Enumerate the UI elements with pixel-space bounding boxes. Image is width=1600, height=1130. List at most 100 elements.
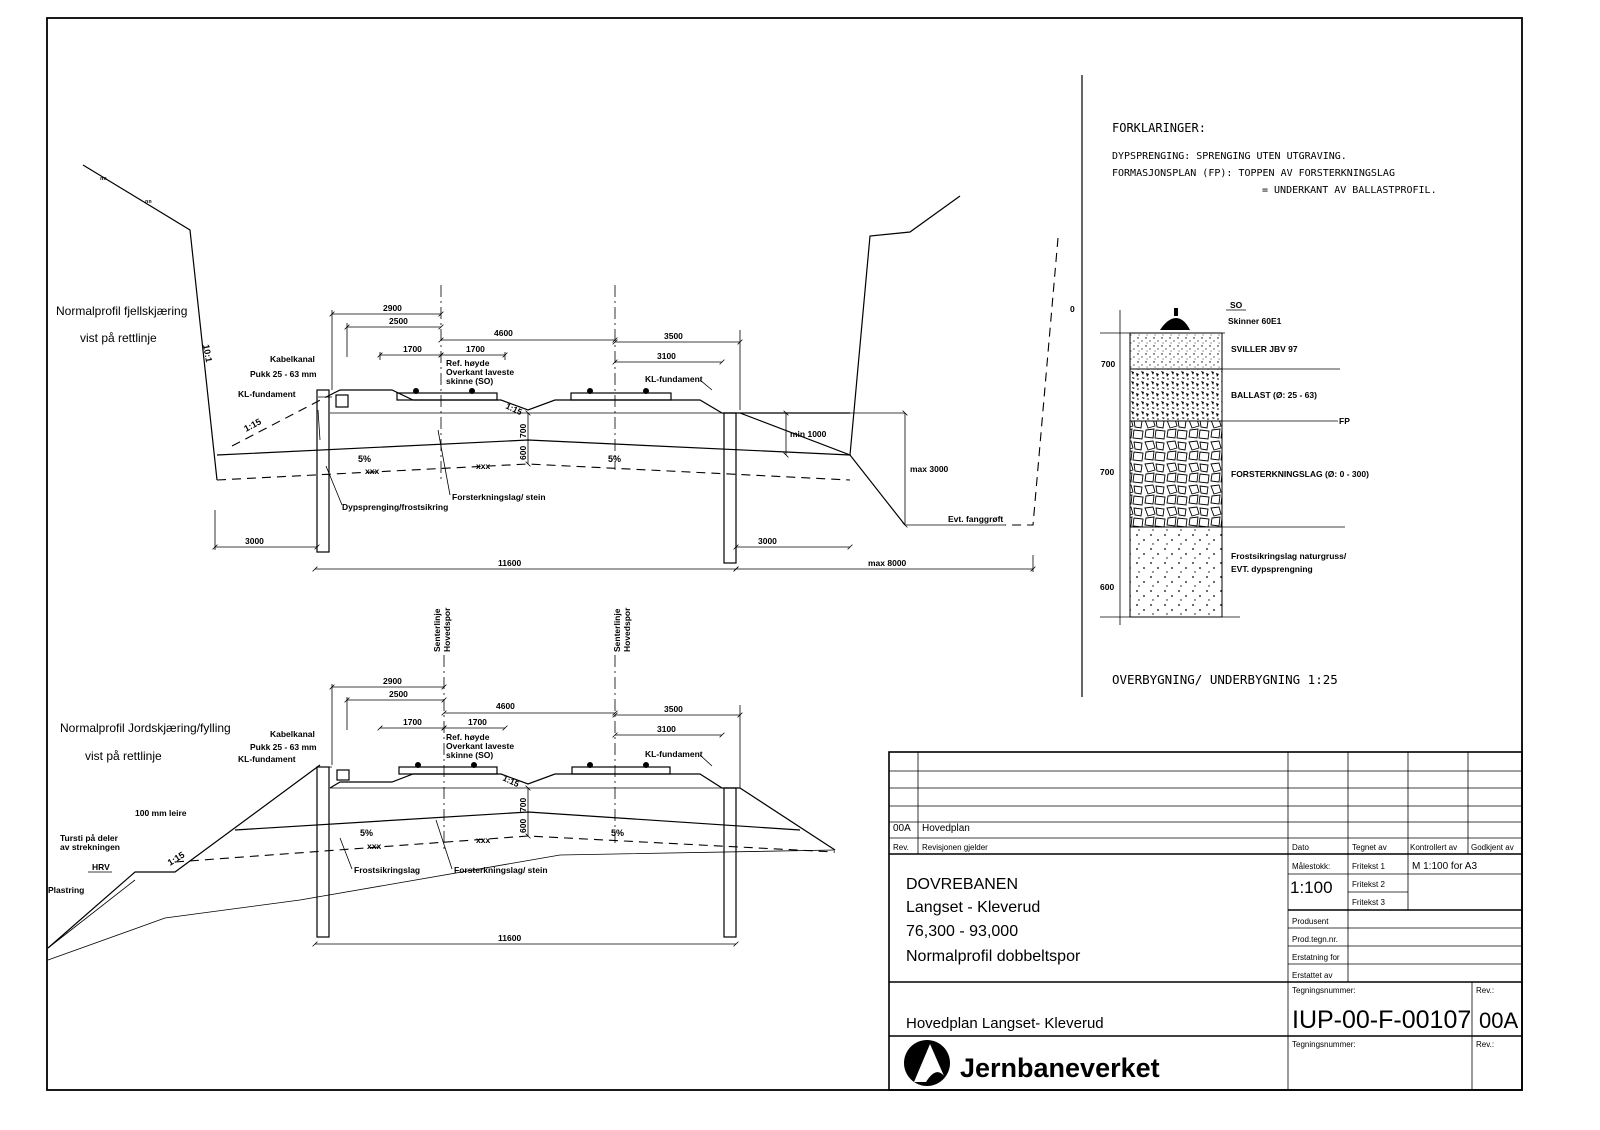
layer-detail: SO Skinner 60E1 SVILLER JBV 97 BALLAST (…: [1100, 300, 1369, 687]
label-forsterkning: Forsterkningslag/ stein: [452, 492, 546, 502]
rock-cut-left: [82, 164, 218, 481]
tb-project-2: Langset - Kleverud: [906, 899, 1040, 916]
sheet-border: [46, 17, 1523, 1091]
slope-115-right: 1:15: [504, 401, 524, 417]
dim2-11600: 11600: [498, 933, 521, 943]
label2-ref3: skinne (SO): [446, 750, 493, 760]
dim-3100: 3100: [657, 351, 676, 361]
legend-heading: FORKLARINGER:: [1112, 121, 1206, 135]
label-dypsprenging: Dypsprenging/frostsikring: [342, 502, 448, 512]
tb-h-tegnet: Tegnet av: [1352, 843, 1387, 852]
tb-fritekst1: Fritekst 1: [1352, 862, 1385, 871]
tb-h-revdesc: Revisjonen gjelder: [922, 843, 988, 852]
label2-kl-right: KL-fundament: [645, 749, 703, 759]
track-bed-top-2: [329, 773, 740, 789]
pct2-left: 5%: [360, 828, 373, 838]
dim-3000-left: 3000: [245, 536, 264, 546]
layer-frost2: EVT. dypsprengning: [1231, 564, 1313, 574]
label2-frost: Frostsikringslag: [354, 865, 420, 875]
tb-fritekst3: Fritekst 3: [1352, 898, 1385, 907]
dim2-2500: 2500: [389, 689, 408, 699]
dim2-3100: 3100: [657, 724, 676, 734]
sleeper-left: [396, 392, 498, 401]
tb-prodtegn: Prod.tegn.nr.: [1292, 935, 1338, 944]
kabelkanal-box: [335, 394, 349, 408]
dim-700: 700: [518, 424, 528, 438]
pct-left: 5%: [358, 454, 371, 464]
kl-foundation-right: [723, 412, 737, 564]
label-ref2: Overkant laveste: [446, 367, 514, 377]
label2-pukk: Pukk 25 - 63 mm: [250, 742, 317, 752]
label2-tursti1: Tursti på deler: [60, 833, 119, 843]
embankment-right: [739, 787, 836, 851]
label-kl-right: KL-fundament: [645, 374, 703, 384]
label-pukk: Pukk 25 - 63 mm: [250, 369, 317, 379]
label2-kl-left: KL-fundament: [238, 754, 296, 764]
zero-label: 0: [1070, 304, 1075, 314]
label-ref1: Ref. høyde: [446, 358, 490, 368]
company-name: Jernbaneverket: [960, 1053, 1160, 1083]
tb-h-godkjent: Godkjent av: [1471, 843, 1514, 852]
dim-11600: 11600: [498, 558, 521, 568]
layer-d700a: 700: [1101, 359, 1115, 369]
section2-title-line1: Normalprofil Jordskjæring/fylling: [60, 721, 231, 735]
dim-600: 600: [518, 446, 528, 460]
tb-malestokk: 1:100: [1290, 878, 1333, 897]
section1-title-line2: vist på rettlinje: [80, 331, 157, 345]
dim2-700: 700: [518, 798, 528, 812]
layer-frost1: Frostsikringslag naturgruss/: [1231, 551, 1347, 561]
right-ditch: [739, 412, 906, 526]
track-bed-top: [329, 389, 850, 414]
layer-skinner: Skinner 60E1: [1228, 316, 1282, 326]
xxx2-b: xxx: [476, 835, 490, 845]
tb-erstattet: Erstattet av: [1292, 971, 1332, 980]
tb-project-1: DOVREBANEN: [906, 876, 1018, 893]
centerline-label-2b: Hovedspor: [622, 607, 632, 652]
slope2-115-left: 1:15: [166, 850, 187, 868]
centerline-label-1b: Hovedspor: [442, 607, 452, 652]
svg-text:ⁿⁿ: ⁿⁿ: [145, 197, 152, 207]
label2-tursti2: av strekningen: [60, 842, 120, 852]
tb-h-kontrollert: Kontrollert av: [1410, 843, 1457, 852]
dim-3000-right: 3000: [758, 536, 777, 546]
dim2-4600: 4600: [496, 701, 515, 711]
dim-2500: 2500: [389, 316, 408, 326]
tb-scale-note: M 1:100 for A3: [1412, 861, 1477, 872]
tb-tegningsnummer-label2: Tegningsnummer:: [1292, 1040, 1356, 1049]
title-block: 00A Hovedplan Rev. Revisjonen gjelder Da…: [888, 751, 1523, 1091]
tb-tegningsnummer-label: Tegningsnummer:: [1292, 986, 1356, 995]
slope2-115-right: 1:15: [501, 773, 521, 789]
dim2-3500: 3500: [664, 704, 683, 714]
sleeper-left-2: [398, 766, 498, 775]
centerline-label-2a: Senterlinje: [612, 608, 622, 652]
section2-title-line2: vist på rettlinje: [85, 749, 162, 763]
section-jordskjaering: Normalprofil Jordskjæring/fylling vist p…: [47, 607, 836, 961]
legend-line2: FORMASJONSPLAN (FP): TOPPEN AV FORSTERKN…: [1112, 168, 1395, 179]
sleeper-right-2: [571, 766, 671, 775]
layer-caption: OVERBYGNING/ UNDERBYGNING 1:25: [1112, 672, 1338, 687]
dim-3500: 3500: [664, 331, 683, 341]
dim-max8000: max 8000: [868, 558, 907, 568]
pct2-right: 5%: [611, 828, 624, 838]
section1-title-line1: Normalprofil fjellskjæring: [56, 304, 187, 318]
dim2-1700b: 1700: [468, 717, 487, 727]
legend-line3: = UNDERKANT AV BALLASTPROFIL.: [1262, 185, 1437, 196]
label-kabelkanal: Kabelkanal: [270, 354, 315, 364]
formation-plane: [216, 439, 851, 456]
tb-produsent: Produsent: [1292, 917, 1329, 926]
legend: FORKLARINGER: DYPSPRENGING: SPRENGING UT…: [1112, 121, 1437, 196]
tb-erstatning: Erstatning for: [1292, 953, 1340, 962]
layer-so: SO: [1230, 300, 1243, 310]
tb-title: Hovedplan Langset- Kleverud: [906, 1015, 1104, 1032]
dypsprenging-line: [216, 463, 851, 481]
label2-plastring: Plastring: [48, 885, 84, 895]
layer-sviller: SVILLER JBV 97: [1231, 344, 1298, 354]
slope-1-15-left: [231, 394, 331, 447]
rock-cut-right: [849, 195, 961, 456]
rock-cut-right-dashed: [1005, 237, 1059, 526]
label2-ref2: Overkant laveste: [446, 741, 514, 751]
label2-leire: 100 mm leire: [135, 808, 187, 818]
dim2-600: 600: [518, 819, 528, 833]
layer-forst: FORSTERKNINGSLAG (Ø: 0 - 300): [1231, 469, 1369, 479]
kl-foundation-right-2: [723, 787, 737, 938]
